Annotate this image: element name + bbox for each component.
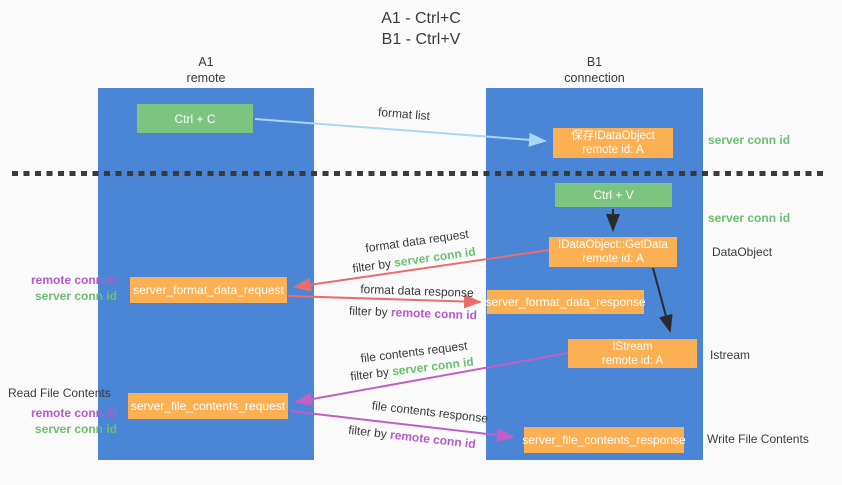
getdata-line2: remote id: A [582, 253, 644, 265]
server-format-data-response-box: server_format_data_response [485, 290, 646, 314]
istream-line2: remote id: A [601, 354, 664, 367]
ctrl-v-label: Ctrl + V [593, 188, 634, 202]
server-file-contents-response-label: server_file_contents_response [522, 433, 686, 447]
column-b1-subtitle: connection [564, 71, 625, 85]
filter-by-prefix: filter by [349, 364, 393, 384]
server-format-data-response-label: server_format_data_response [485, 295, 646, 309]
write-file-contents-label: Write File Contents [707, 432, 809, 446]
read-file-contents-label: Read File Contents [8, 386, 111, 400]
title-line-2: B1 - Ctrl+V [381, 31, 461, 48]
column-a1-subtitle: remote [186, 71, 226, 85]
server-file-contents-request-label: server_file_contents_request [130, 399, 286, 413]
filter-by-remote-conn-id-label-1: filter by remote conn id [349, 304, 477, 322]
left-conn-id-group-2: remote conn id server conn id [10, 406, 117, 437]
server-file-contents-request-box: server_file_contents_request [128, 393, 288, 419]
file-contents-response-label: file contents response [371, 398, 489, 426]
dataobject-label: DataObject [712, 245, 773, 259]
format-data-response-label: format data response [360, 282, 474, 300]
ctrl-c-box: Ctrl + C [137, 104, 253, 133]
column-a1-id: A1 [198, 55, 214, 69]
save-idataobject-box: 保存IDataObject remote id: A [553, 128, 673, 158]
server-file-contents-response-box: server_file_contents_response [522, 427, 686, 453]
left-conn-id-group-1: remote conn id server conn id [10, 273, 117, 304]
column-header-a1: A1 remote [98, 54, 314, 86]
istream-side-label: Istream [710, 348, 751, 362]
remote-conn-id-highlight: remote conn id [390, 305, 478, 323]
save-idataobject-line1: 保存IDataObject [571, 130, 655, 142]
ctrl-c-label: Ctrl + C [174, 111, 216, 126]
filter-by-remote-conn-id-label-2: filter by remote conn id [348, 423, 477, 451]
remote-conn-id-label: remote conn id [30, 273, 117, 287]
format-list-label: format list [377, 104, 431, 124]
remote-conn-id-label: remote conn id [30, 406, 117, 420]
title-line-1: A1 - Ctrl+C [381, 10, 461, 27]
server-conn-id-label: server conn id [34, 288, 117, 303]
filter-by-prefix: filter by [348, 303, 392, 320]
filter-by-prefix: filter by [347, 422, 391, 442]
server-conn-id-label-top: server conn id [708, 133, 791, 147]
server-format-data-request-box: server_format_data_request [130, 277, 287, 303]
filter-by-prefix: filter by [351, 255, 396, 276]
save-idataobject-line2: remote id: A [582, 144, 644, 156]
getdata-line1: IDataObject::GetData [558, 239, 668, 251]
diagram-title: A1 - Ctrl+C B1 - Ctrl+V [0, 8, 842, 50]
server-conn-id-label: server conn id [34, 421, 117, 436]
ctrl-v-box: Ctrl + V [555, 183, 672, 207]
server-conn-id-label-mid: server conn id [708, 211, 791, 225]
istream-box: IStream remote id: A [568, 339, 697, 368]
server-format-data-request-label: server_format_data_request [133, 283, 284, 297]
column-b1-id: B1 [586, 55, 603, 69]
column-header-b1: B1 connection [486, 54, 703, 86]
istream-line1: IStream [612, 340, 653, 353]
idataobject-getdata-box: IDataObject::GetData remote id: A [549, 237, 677, 267]
remote-conn-id-highlight: remote conn id [389, 427, 477, 452]
